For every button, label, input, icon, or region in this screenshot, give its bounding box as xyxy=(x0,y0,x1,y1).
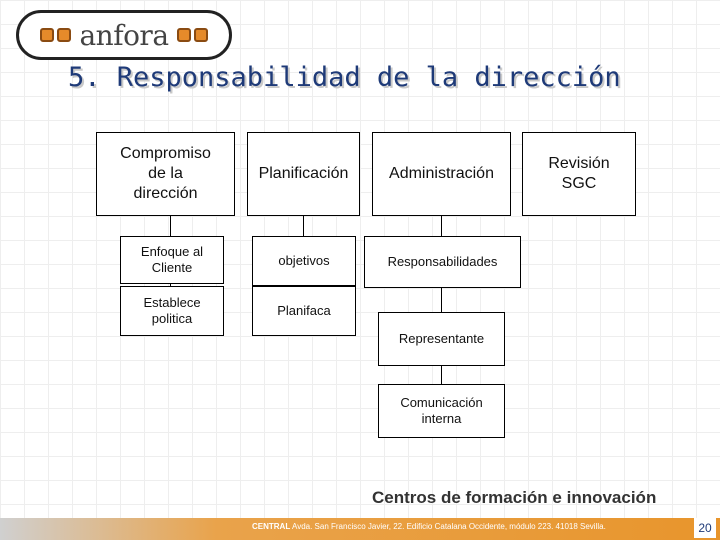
anfora-logo: anfora xyxy=(16,10,232,60)
page-number: 20 xyxy=(694,518,716,538)
node-responsabilidades: Responsabilidades xyxy=(364,236,521,288)
footer-heading: Centros de formación e innovación xyxy=(372,488,657,507)
connector-administracion xyxy=(441,216,442,236)
node-planifaca: Planifaca xyxy=(252,286,356,336)
connector-representante-comunicacion xyxy=(441,366,442,384)
connector-planificacion xyxy=(303,216,304,236)
node-objetivos: objetivos xyxy=(252,236,356,286)
logo-squares-left-icon xyxy=(40,28,72,42)
footer-central-label: CENTRAL xyxy=(252,522,291,531)
node-representante: Representante xyxy=(378,312,505,366)
node-comunicacion-interna: Comunicación interna xyxy=(378,384,505,438)
node-enfoque-cliente: Enfoque al Cliente xyxy=(120,236,224,284)
logo-word: anfora xyxy=(79,18,169,52)
node-planificacion: Planificación xyxy=(247,132,360,216)
footer-address: CENTRAL Avda. San Francisco Javier, 22. … xyxy=(252,522,606,531)
connector-responsabilidades-representante xyxy=(441,288,442,312)
footer-band xyxy=(0,518,720,540)
node-compromiso-direccion: Compromiso de la dirección xyxy=(96,132,235,216)
node-administracion: Administración xyxy=(372,132,511,216)
node-establece-politica: Establece politica xyxy=(120,286,224,336)
logo-squares-right-icon xyxy=(176,28,208,42)
node-revision-sgc: Revisión SGC xyxy=(522,132,636,216)
footer-address-text: Avda. San Francisco Javier, 22. Edificio… xyxy=(290,522,606,531)
slide-title: 5. Responsabilidad de la dirección xyxy=(68,62,621,93)
connector-compromiso xyxy=(170,216,171,236)
